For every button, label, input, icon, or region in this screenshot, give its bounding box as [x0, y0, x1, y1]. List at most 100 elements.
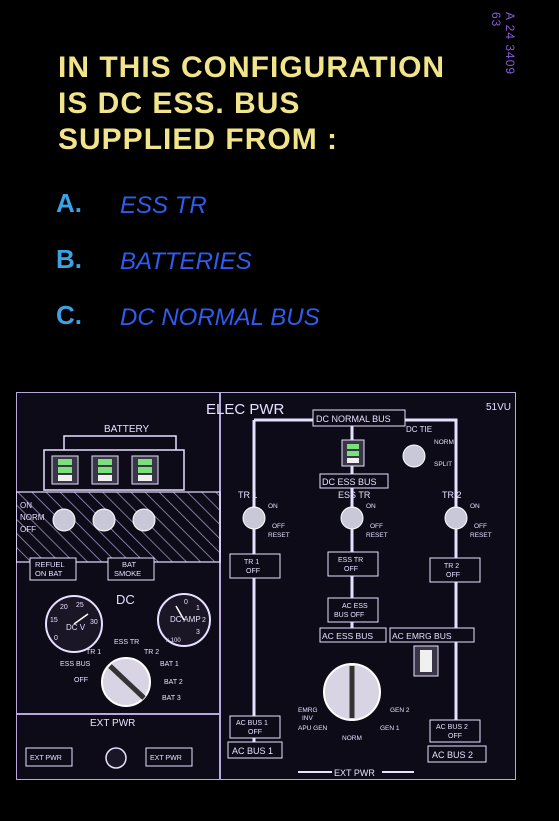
ac-bus1-off-text: AC BUS 1	[236, 720, 268, 727]
dc-tie-norm-label: NORM	[434, 439, 454, 446]
tr2-label: TR 2	[442, 490, 462, 500]
tr1-off-text: OFF	[246, 568, 260, 575]
answer-letter: B.	[56, 244, 82, 274]
question-line: SUPPLIED FROM :	[58, 123, 339, 156]
answer-text: DC NORMAL BUS	[120, 304, 320, 331]
volt-tick: 30	[90, 619, 98, 626]
dc-tie-switch[interactable]	[402, 444, 426, 468]
tr2-off-text: OFF	[446, 572, 460, 579]
answer-text: BATTERIES	[120, 248, 252, 275]
dc-v-label: DC V	[66, 623, 86, 632]
ac-bus1-label: AC BUS 1	[232, 746, 273, 756]
ac-selector-label: GEN 2	[390, 707, 410, 714]
tr2-off-text: TR 2	[444, 563, 459, 570]
panel-title: ELEC PWR	[206, 401, 285, 418]
tr2-off-light	[429, 557, 481, 583]
amp-tick: 1	[196, 605, 200, 612]
tr2-reset-label: RESET	[470, 532, 492, 539]
selector-label: BAT 2	[164, 679, 183, 686]
smoke-label: SMOKE	[114, 569, 141, 578]
slide-code: A 24 3409	[503, 12, 517, 76]
ext-pwr-knob[interactable]	[105, 747, 127, 769]
ac-bus2-off-light	[429, 719, 481, 743]
ess-tr-off-text: ESS TR	[338, 557, 363, 564]
volt-tick: 15	[50, 617, 58, 624]
question-line: IN THIS CONFIGURATION	[58, 51, 446, 84]
ext-pwr-button-2[interactable]	[145, 747, 193, 767]
ext-pwr-label: EXT PWR	[90, 718, 135, 729]
ext-pwr-button-1[interactable]	[25, 747, 73, 767]
ac-ess-bus-off-text: AC ESS	[342, 603, 368, 610]
dc-label: DC	[116, 592, 135, 607]
bat-smoke-light	[107, 557, 155, 581]
tr1-switch[interactable]	[242, 506, 266, 530]
dc-ammeter: 0 1 2 3 x 100 DC AMP	[157, 593, 211, 647]
question: IN THIS CONFIGURATION IS DC ESS. BUS SUP…	[58, 50, 498, 158]
ac-selector-label: EMRG	[298, 707, 318, 714]
battery-indicators	[43, 449, 185, 491]
ac-bus1-off-light	[229, 715, 281, 739]
ac-ess-bus-label: AC ESS BUS	[322, 631, 373, 641]
selector-label: BAT 1	[160, 661, 179, 668]
ess-tr-off-light	[327, 551, 379, 577]
dc-tie-label: DC TIE	[406, 425, 432, 434]
dc-ess-bus-label: DC ESS BUS	[322, 477, 377, 487]
battery-switch-2[interactable]	[92, 508, 116, 532]
bat-label: BAT	[122, 560, 136, 569]
ext-pwr-bottom-label: EXT PWR	[334, 768, 375, 778]
dc-selector[interactable]: ESS TR TR 1 TR 2 ESS BUS BAT 1 OFF BAT 2…	[60, 639, 183, 707]
volt-tick: 20	[60, 604, 68, 611]
selector-label: BAT 3	[162, 695, 181, 702]
ess-tr-off-label: OFF	[370, 523, 383, 530]
tr2-on-label: ON	[470, 503, 480, 510]
elec-pwr-panel: ELEC PWR 51VU BATTERY ON NORM OFF REFUEL…	[16, 392, 516, 780]
ac-bus1-off-text: OFF	[248, 729, 262, 736]
ac-ess-bus-off-light	[327, 597, 379, 623]
refuel-label: REFUEL	[35, 560, 65, 569]
ext-pwr-button-label: EXT PWR	[30, 755, 62, 762]
ac-ess-bus-off-text: BUS OFF	[334, 612, 364, 619]
dc-tie-split-label: SPLIT	[434, 461, 452, 468]
ac-selector-label: INV	[302, 715, 314, 722]
dc-normal-bus-label: DC NORMAL BUS	[316, 414, 391, 424]
answer-list: A. ESS TR B. BATTERIES C. DC NORMAL BUS	[56, 188, 496, 356]
ac-bus2-off-text: AC BUS 2	[436, 724, 468, 731]
question-line: IS DC ESS. BUS	[58, 87, 301, 120]
selector-label: ESS TR	[114, 639, 139, 646]
answer-text: ESS TR	[120, 192, 207, 219]
slide-code-suffix: 63	[489, 12, 503, 28]
ac-selector-label: NORM	[342, 735, 362, 742]
on-label: ON	[20, 501, 32, 510]
battery-switch-3[interactable]	[132, 508, 156, 532]
answer-a[interactable]: A. ESS TR	[56, 188, 496, 244]
battery-label: BATTERY	[104, 424, 150, 435]
answer-c[interactable]: C. DC NORMAL BUS	[56, 300, 496, 356]
tr1-off-light	[229, 553, 281, 579]
amp-tick: x 100	[166, 638, 181, 644]
on-bat-label: ON BAT	[35, 569, 63, 578]
selector-label: TR 2	[144, 649, 159, 656]
selector-label: OFF	[74, 677, 88, 684]
ac-selector[interactable]	[323, 663, 381, 721]
ac-selector-label: APU GEN	[298, 725, 328, 732]
amp-tick: 3	[196, 629, 200, 636]
answer-letter: A.	[56, 188, 82, 218]
ess-tr-on-label: ON	[366, 503, 376, 510]
tr1-off-label: OFF	[272, 523, 285, 530]
tr2-switch[interactable]	[444, 506, 468, 530]
refuel-on-bat-light	[29, 557, 77, 581]
ac-bus2-label: AC BUS 2	[432, 750, 473, 760]
ac-emrg-bus-label: AC EMRG BUS	[392, 631, 452, 641]
battery-switch-1[interactable]	[52, 508, 76, 532]
ess-tr-switch[interactable]	[340, 506, 364, 530]
dc-voltmeter: 20 25 15 30 0 DC V	[45, 595, 103, 653]
selector-label: TR 1	[86, 649, 101, 656]
ac-selector-label: GEN 1	[380, 725, 400, 732]
ess-tr-label: ESS TR	[338, 490, 371, 500]
tr1-on-label: ON	[268, 503, 278, 510]
ac-bus2-off-text: OFF	[448, 733, 462, 740]
selector-label: ESS BUS	[60, 661, 91, 668]
answer-b[interactable]: B. BATTERIES	[56, 244, 496, 300]
ess-tr-off-text: OFF	[344, 566, 358, 573]
tr1-label: TR 1	[238, 490, 258, 500]
